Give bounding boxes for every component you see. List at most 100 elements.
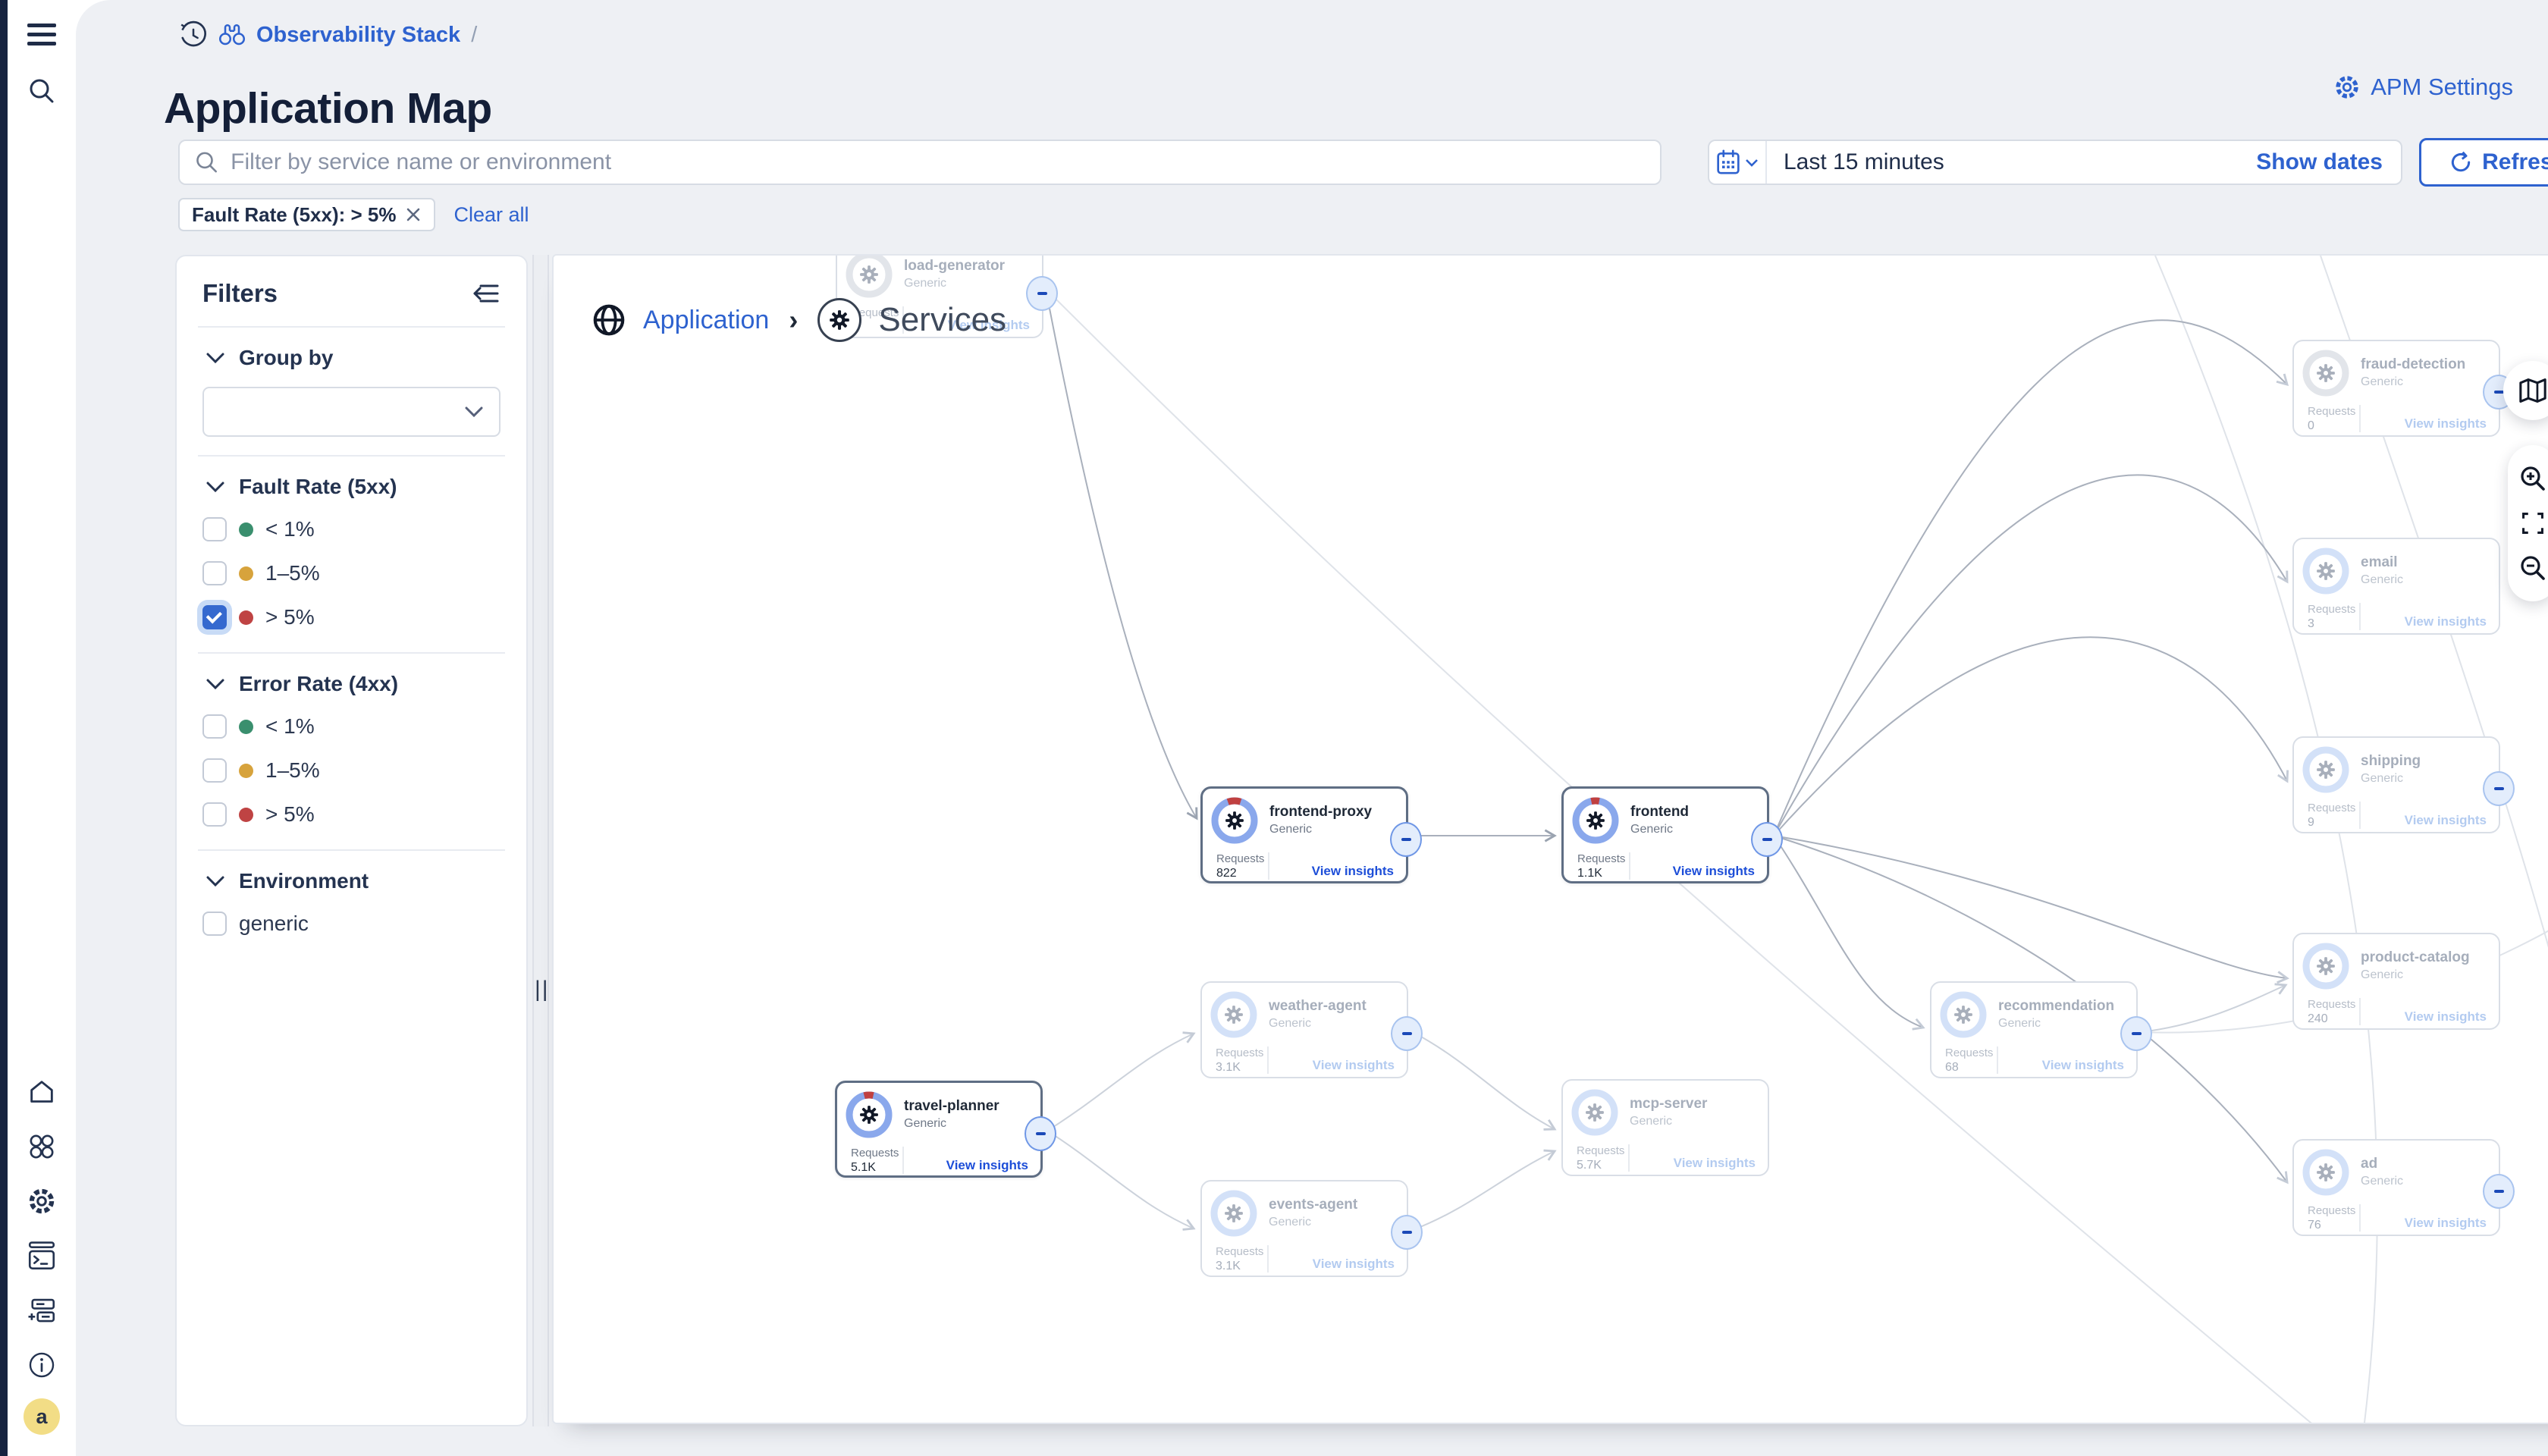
service-gear-icon bbox=[859, 265, 879, 284]
chevron-down-icon bbox=[206, 876, 224, 887]
checkbox[interactable] bbox=[202, 561, 227, 585]
collapse-badge[interactable] bbox=[2483, 771, 2515, 806]
view-insights-link[interactable]: View insights bbox=[2404, 1009, 2487, 1024]
view-insights-link[interactable]: View insights bbox=[946, 1158, 1028, 1172]
view-insights-link[interactable]: View insights bbox=[947, 318, 1030, 332]
view-insights-link[interactable]: View insights bbox=[2404, 1216, 2487, 1230]
view-insights-link[interactable]: View insights bbox=[1312, 1257, 1395, 1271]
map-breadcrumb-services: Services bbox=[878, 301, 1007, 338]
service-node-load-generator[interactable]: load-generator Generic Requests 0 View i… bbox=[836, 256, 1058, 338]
service-node-recommendation[interactable]: recommendation Generic Requests 68 View … bbox=[1930, 981, 2152, 1078]
collapse-badge[interactable] bbox=[1391, 1016, 1423, 1051]
requests-value: 3 bbox=[2308, 617, 2314, 630]
clear-all-filters-link[interactable]: Clear all bbox=[453, 202, 529, 226]
checkbox[interactable] bbox=[202, 802, 227, 827]
service-node-shipping[interactable]: shipping Generic Requests 9 View insight… bbox=[2292, 736, 2515, 833]
terminal-icon bbox=[28, 1241, 55, 1269]
filter-option-label: < 1% bbox=[265, 714, 315, 738]
service-filter-search[interactable] bbox=[178, 140, 1662, 185]
view-insights-link[interactable]: View insights bbox=[2404, 416, 2487, 431]
apm-settings-link[interactable]: APM Settings bbox=[2333, 73, 2513, 102]
service-node-events-agent[interactable]: events-agent Generic Requests 3.1K View … bbox=[1200, 1180, 1423, 1277]
home-nav-button[interactable] bbox=[20, 1071, 63, 1113]
service-health-ring bbox=[2302, 942, 2350, 990]
add-panel-nav-button[interactable] bbox=[20, 1289, 63, 1332]
group-by-select[interactable] bbox=[202, 387, 500, 437]
panel-resize-handle[interactable]: || bbox=[532, 255, 549, 1426]
requests-value: 0 bbox=[2308, 419, 2314, 432]
checkbox[interactable] bbox=[202, 517, 227, 541]
history-icon[interactable] bbox=[179, 20, 208, 49]
service-node-frontend[interactable]: frontend Generic Requests 1.1K View insi… bbox=[1561, 786, 1783, 883]
time-range-control[interactable]: Last 15 minutes Show dates bbox=[1708, 140, 2402, 185]
service-node-frontend-proxy[interactable]: frontend-proxy Generic Requests 822 View… bbox=[1200, 786, 1422, 883]
view-insights-link[interactable]: View insights bbox=[1311, 864, 1394, 878]
remove-filter-button[interactable] bbox=[405, 206, 422, 223]
checkbox-checked[interactable] bbox=[202, 605, 227, 629]
collapse-badge[interactable] bbox=[2483, 1174, 2515, 1209]
service-health-ring bbox=[1571, 796, 1620, 845]
zoom-in-button[interactable] bbox=[2519, 465, 2546, 492]
collapse-badge[interactable] bbox=[1391, 1215, 1423, 1250]
service-node-weather-agent[interactable]: weather-agent Generic Requests 3.1K View… bbox=[1200, 981, 1423, 1078]
settings-nav-button[interactable] bbox=[20, 1180, 63, 1222]
checkbox[interactable] bbox=[202, 912, 227, 936]
service-node-product-catalog[interactable]: product-catalog Generic Requests 240 Vie… bbox=[2292, 933, 2500, 1030]
service-type: Generic bbox=[1269, 1216, 1312, 1228]
view-insights-link[interactable]: View insights bbox=[2041, 1058, 2124, 1072]
filter-option-label: 1–5% bbox=[265, 561, 320, 585]
service-node-ad[interactable]: ad Generic Requests 76 View insights bbox=[2292, 1139, 2515, 1236]
user-avatar[interactable]: a bbox=[24, 1398, 60, 1435]
fullscreen-icon bbox=[2522, 513, 2543, 534]
active-filter-chip[interactable]: Fault Rate (5xx): > 5% bbox=[178, 198, 436, 231]
requests-value: 5.1K bbox=[851, 1161, 876, 1174]
checkbox[interactable] bbox=[202, 758, 227, 783]
requests-value: 1.1K bbox=[1577, 867, 1602, 880]
fault-rate-section-header[interactable]: Fault Rate (5xx) bbox=[206, 475, 500, 499]
service-type: Generic bbox=[904, 1117, 947, 1130]
info-nav-button[interactable] bbox=[20, 1344, 63, 1386]
collapse-badge[interactable] bbox=[1025, 1116, 1056, 1151]
minimap-toggle-button[interactable] bbox=[2503, 361, 2548, 420]
service-health-ring bbox=[1939, 990, 1988, 1039]
group-by-section-header[interactable]: Group by bbox=[206, 346, 500, 370]
apps-nav-button[interactable] bbox=[20, 1125, 63, 1168]
collapse-badge[interactable] bbox=[1751, 822, 1783, 857]
zoom-out-button[interactable] bbox=[2519, 554, 2546, 582]
apm-settings-label: APM Settings bbox=[2371, 74, 2513, 100]
view-insights-link[interactable]: View insights bbox=[1312, 1058, 1395, 1072]
collapse-badge[interactable] bbox=[1026, 276, 1058, 311]
date-picker-button[interactable] bbox=[1709, 141, 1767, 184]
requests-value: 68 bbox=[1945, 1061, 1959, 1074]
console-nav-button[interactable] bbox=[20, 1235, 63, 1277]
breadcrumb-project-link[interactable]: Observability Stack bbox=[256, 22, 461, 47]
map-breadcrumb-application[interactable]: Application bbox=[643, 305, 770, 334]
service-node-fraud-detection[interactable]: fraud-detection Generic Requests 0 View … bbox=[2292, 340, 2515, 437]
menu-button[interactable] bbox=[20, 14, 63, 56]
collapse-badge[interactable] bbox=[2120, 1016, 2152, 1051]
view-insights-link[interactable]: View insights bbox=[1672, 864, 1755, 878]
refresh-button[interactable]: Refresh bbox=[2419, 138, 2548, 187]
fit-view-button[interactable] bbox=[2521, 511, 2545, 535]
requests-label: Requests bbox=[851, 1147, 899, 1159]
service-node-mcp-server[interactable]: mcp-server Generic Requests 5.7K View in… bbox=[1561, 1079, 1769, 1176]
view-insights-link[interactable]: View insights bbox=[1673, 1156, 1756, 1170]
main-content-surface: Observability Stack / Application Map AP… bbox=[76, 0, 2548, 1456]
show-dates-link[interactable]: Show dates bbox=[2256, 149, 2383, 174]
view-insights-link[interactable]: View insights bbox=[2404, 614, 2487, 629]
global-search-button[interactable] bbox=[20, 70, 63, 112]
collapse-badge[interactable] bbox=[1390, 822, 1422, 857]
search-input[interactable] bbox=[229, 149, 1645, 176]
view-insights-link[interactable]: View insights bbox=[2404, 813, 2487, 827]
collapse-panel-icon[interactable] bbox=[470, 281, 500, 306]
status-dot bbox=[239, 807, 253, 822]
breadcrumb: Observability Stack / bbox=[179, 20, 477, 50]
service-node-email[interactable]: email Generic Requests 3 View insights bbox=[2292, 538, 2500, 635]
environment-section-header[interactable]: Environment bbox=[206, 869, 500, 893]
application-map-canvas[interactable]: load-generator Generic Requests 0 View i… bbox=[552, 254, 2548, 1424]
service-gear-icon bbox=[1225, 811, 1244, 830]
checkbox[interactable] bbox=[202, 714, 227, 739]
error-rate-section-header[interactable]: Error Rate (4xx) bbox=[206, 672, 500, 696]
service-node-travel-planner[interactable]: travel-planner Generic Requests 5.1K Vie… bbox=[835, 1081, 1056, 1178]
divider bbox=[1629, 852, 1630, 880]
